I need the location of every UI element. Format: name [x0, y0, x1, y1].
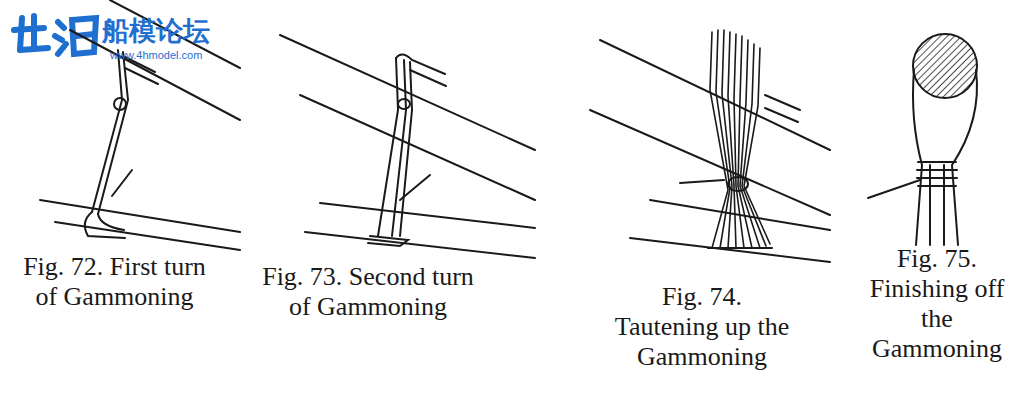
watermark-url: www.4hmodel.com	[110, 49, 240, 62]
figure-caption: Fig. 72. First turn of Gammoning	[12, 252, 217, 312]
figure-caption: Fig. 75. Finishing off the Gammoning	[862, 244, 1012, 364]
figure-caption: Fig. 74. Tautening up the Gammoning	[612, 282, 792, 372]
figure-caption: Fig. 73. Second turn of Gammoning	[262, 262, 474, 322]
watermark-title: 船模论坛	[102, 16, 242, 46]
